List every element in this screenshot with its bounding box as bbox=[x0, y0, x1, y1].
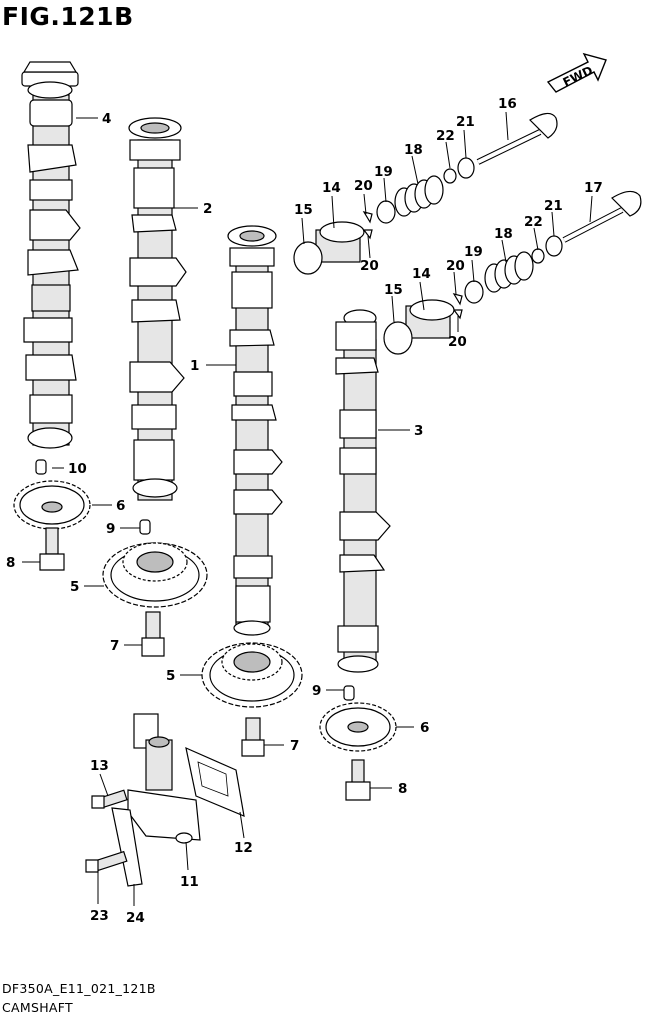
camshaft-4 bbox=[21, 61, 81, 449]
callout-14-lower: 14 bbox=[412, 266, 431, 282]
valve-17 bbox=[562, 190, 642, 243]
shim-15-lower bbox=[383, 321, 413, 355]
oil-control-valve-11 bbox=[127, 713, 201, 844]
bolt-13 bbox=[91, 789, 128, 809]
retainer-19-lower bbox=[464, 280, 484, 304]
gasket-12 bbox=[185, 746, 245, 817]
callout-24: 24 bbox=[126, 910, 145, 926]
valve-16 bbox=[476, 112, 558, 165]
sprocket-6-left bbox=[13, 480, 91, 530]
callout-2: 2 bbox=[203, 201, 212, 217]
callout-6-left: 6 bbox=[116, 498, 125, 514]
spring-18-lower bbox=[484, 251, 534, 293]
callout-7-center: 7 bbox=[290, 738, 299, 754]
spring-18-upper bbox=[394, 175, 444, 217]
callout-9-left: 9 bbox=[106, 521, 115, 537]
callout-13: 13 bbox=[90, 758, 109, 774]
callout-22-upper: 22 bbox=[436, 128, 455, 144]
camshaft-3 bbox=[335, 309, 391, 673]
keeper-20-lower-b bbox=[452, 309, 463, 320]
diagram-code: DF350A_E11_021_121B bbox=[2, 981, 156, 996]
callout-5-center: 5 bbox=[166, 668, 175, 684]
diagram-name: CAMSHAFT bbox=[2, 1000, 73, 1015]
seal-21-upper bbox=[457, 157, 475, 179]
bolt-7-left bbox=[141, 611, 165, 657]
callout-7-left: 7 bbox=[110, 638, 119, 654]
callout-20-upper-a: 20 bbox=[354, 178, 373, 194]
callout-8-right: 8 bbox=[398, 781, 407, 797]
callout-5-left: 5 bbox=[70, 579, 79, 595]
callout-20-lower-b: 20 bbox=[448, 334, 467, 350]
keeper-20-upper-a bbox=[362, 211, 373, 224]
bolt-7-center bbox=[241, 717, 265, 757]
seal-21-lower bbox=[545, 235, 563, 257]
sprocket-6-right bbox=[319, 702, 397, 752]
pin-10 bbox=[35, 459, 47, 475]
bolt-23 bbox=[85, 850, 128, 873]
callout-21-upper: 21 bbox=[456, 114, 475, 130]
callout-11: 11 bbox=[180, 874, 199, 890]
callout-19-upper: 19 bbox=[374, 164, 393, 180]
callout-20-upper-b: 20 bbox=[360, 258, 379, 274]
callout-18-lower: 18 bbox=[494, 226, 513, 242]
keeper-20-upper-b bbox=[362, 229, 373, 240]
pin-9-left bbox=[139, 519, 151, 535]
figure-title: FIG.121B bbox=[2, 2, 134, 31]
callout-15-lower: 15 bbox=[384, 282, 403, 298]
callout-4: 4 bbox=[102, 111, 111, 127]
callout-9-right: 9 bbox=[312, 683, 321, 699]
leader-lines bbox=[22, 111, 593, 906]
callout-16: 16 bbox=[498, 96, 517, 112]
callout-18-upper: 18 bbox=[404, 142, 423, 158]
callout-8-left: 8 bbox=[6, 555, 15, 571]
seat-22-upper bbox=[443, 168, 457, 184]
lifter-14-upper bbox=[315, 221, 365, 263]
callout-20-lower-a: 20 bbox=[446, 258, 465, 274]
sprocket-5-center bbox=[201, 642, 303, 708]
callout-21-lower: 21 bbox=[544, 198, 563, 214]
bolt-8-left bbox=[39, 527, 65, 571]
bolt-8-right bbox=[345, 759, 371, 801]
callout-3: 3 bbox=[414, 423, 423, 439]
callout-14-upper: 14 bbox=[322, 180, 341, 196]
callout-22-lower: 22 bbox=[524, 214, 543, 230]
shim-15-upper bbox=[293, 241, 323, 275]
callout-labels: 4 2 1 3 10 6 9 8 5 7 5 9 6 7 13 8 12 11 … bbox=[6, 96, 603, 926]
callout-6-right: 6 bbox=[420, 720, 429, 736]
callout-10: 10 bbox=[68, 461, 87, 477]
camshaft-2 bbox=[128, 117, 187, 501]
callout-23: 23 bbox=[90, 908, 109, 924]
fwd-arrow-icon: FWD bbox=[546, 52, 607, 93]
callout-1: 1 bbox=[190, 358, 199, 374]
sprocket-5-left bbox=[102, 542, 208, 608]
callout-12: 12 bbox=[234, 840, 253, 856]
retainer-19-upper bbox=[376, 200, 396, 224]
pin-9-right bbox=[343, 685, 355, 701]
callout-15-upper: 15 bbox=[294, 202, 313, 218]
callout-17: 17 bbox=[584, 180, 603, 196]
callout-19-lower: 19 bbox=[464, 244, 483, 260]
seat-22-lower bbox=[531, 248, 545, 264]
keeper-20-lower-a bbox=[452, 293, 463, 306]
camshaft-1 bbox=[227, 225, 283, 636]
lifter-14-lower bbox=[405, 299, 455, 339]
